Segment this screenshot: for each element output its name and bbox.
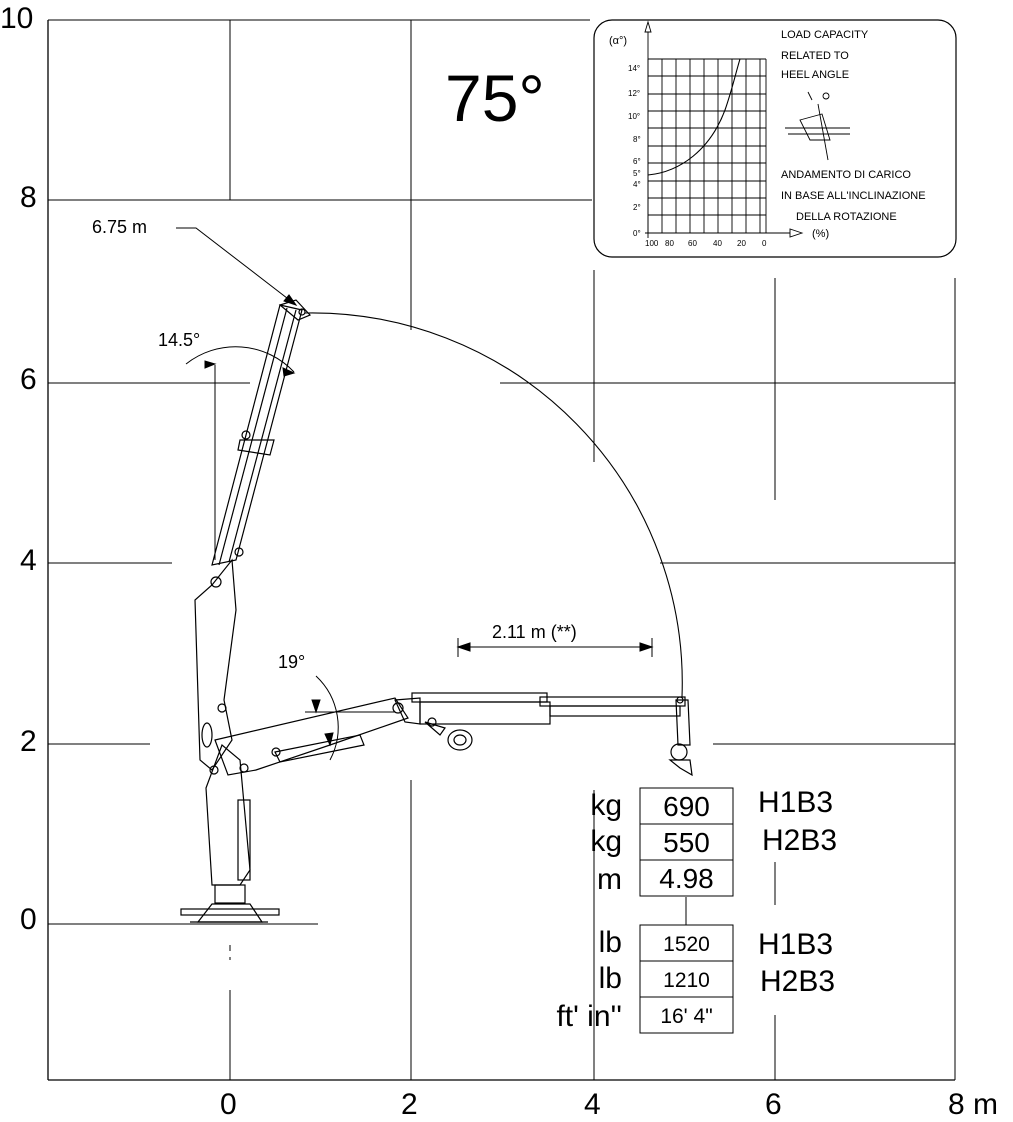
y-tick-6: 6	[20, 363, 37, 396]
inset-x-80: 80	[665, 239, 674, 248]
y-tick-8: 8	[20, 181, 37, 214]
cap-unit-2: kg	[590, 825, 622, 858]
inset-title-it-3: DELLA ROTAZIONE	[796, 211, 897, 223]
plot-frame	[47, 20, 955, 1081]
inset-y-14: 14°	[628, 64, 641, 73]
cap-imp-unit-1: lb	[598, 926, 622, 959]
inset-title-en-3: HEEL ANGLE	[781, 69, 850, 81]
y-tick-0: 0	[20, 903, 37, 936]
cap-imp-value-2: 1210	[663, 969, 710, 992]
cap-imp-value-1: 1520	[663, 933, 710, 956]
capacity-boxes	[639, 787, 734, 1034]
inset-y-0: 0°	[633, 229, 641, 238]
inset-x-40: 40	[713, 239, 722, 248]
inset-y-8: 8°	[633, 135, 641, 144]
inset-x-100: 100	[645, 239, 659, 248]
inset-chart	[593, 19, 957, 258]
inset-x-60: 60	[688, 239, 697, 248]
y-tick-10: 10	[0, 2, 34, 35]
main-arm	[194, 558, 237, 771]
inset-x-0: 0	[762, 239, 767, 248]
crane-drawing	[180, 299, 693, 923]
upper-boom	[211, 304, 303, 566]
x-tick-8m: 8 m	[948, 1088, 999, 1121]
cap-imp-value-3: 16' 4"	[660, 1005, 713, 1028]
x-tick-2: 2	[401, 1088, 418, 1121]
cap-imp-config-1: H1B3	[758, 928, 834, 961]
tip-height-label: 6.75 m	[92, 217, 148, 237]
cap-unit-3: m	[597, 863, 622, 896]
inset-x-20: 20	[737, 239, 746, 248]
inset-y-6: 6°	[633, 157, 641, 166]
inset-title-en-2: RELATED TO	[781, 50, 849, 62]
inset-y-5: 5°	[633, 169, 641, 178]
inset-y-2: 2°	[633, 203, 641, 212]
y-tick-2: 2	[20, 725, 37, 758]
cap-config-1: H1B3	[758, 786, 834, 819]
inset-y-12: 12°	[628, 89, 641, 98]
extension-label: 2.11 m (**)	[492, 622, 577, 642]
cap-value-3: 4.98	[659, 863, 714, 894]
inset-title-it-1: ANDAMENTO DI CARICO	[781, 169, 911, 181]
cap-value-1: 690	[663, 791, 710, 822]
y-tick-4: 4	[20, 544, 37, 577]
x-tick-4: 4	[584, 1088, 601, 1121]
arm-angle-label: 19°	[278, 652, 306, 672]
base-plate	[180, 908, 280, 916]
angle-title: 75°	[445, 61, 545, 135]
inset-y-10: 10°	[628, 112, 641, 121]
reach-arc	[304, 312, 683, 698]
x-tick-6: 6	[765, 1088, 782, 1121]
inset-title-it-2: IN BASE ALL'INCLINAZIONE	[781, 190, 926, 202]
tilt-angle-label: 14.5°	[158, 330, 201, 350]
cap-config-2: H2B3	[762, 824, 838, 857]
horizontal-boom	[411, 692, 548, 703]
cap-unit-1: kg	[590, 789, 622, 822]
x-tick-0: 0	[220, 1088, 237, 1121]
inset-x-unit: (%)	[812, 228, 830, 240]
dimension-lines	[176, 227, 654, 761]
inset-y-4: 4°	[633, 180, 641, 189]
cap-imp-unit-2: lb	[598, 962, 622, 995]
grid	[48, 19, 956, 1080]
inset-title-en-1: LOAD CAPACITY	[781, 29, 869, 41]
cap-imp-config-2: H2B3	[760, 965, 836, 998]
inset-y-symbol: (α°)	[609, 35, 628, 47]
cap-value-2: 550	[663, 827, 710, 858]
cap-imp-unit-3: ft' in''	[556, 1000, 622, 1033]
